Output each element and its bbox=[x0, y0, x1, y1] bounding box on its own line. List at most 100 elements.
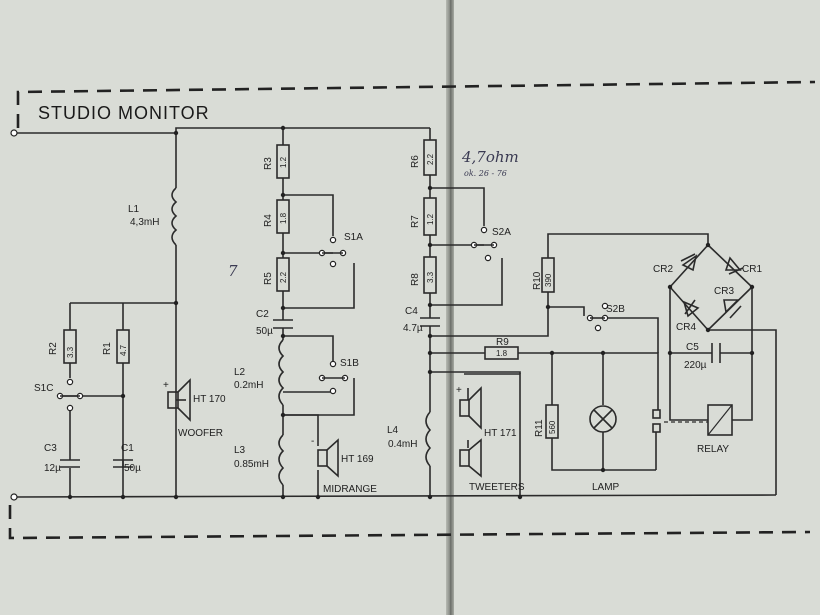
label-r6-value: 2.2 bbox=[426, 153, 435, 165]
diode-cr3 bbox=[723, 299, 742, 319]
resistor-r4 bbox=[276, 199, 290, 234]
switch-s1c bbox=[56, 378, 84, 412]
label-s1a: S1A bbox=[344, 232, 363, 243]
label-c4-ref: C4 bbox=[405, 306, 418, 317]
resistor-r3 bbox=[276, 144, 290, 179]
resistor-r6 bbox=[423, 139, 437, 176]
book-gutter bbox=[446, 0, 454, 615]
label-ht171: HT 171 bbox=[484, 428, 517, 439]
label-c4-value: 4.7µ bbox=[403, 323, 423, 334]
relay-contact bbox=[652, 409, 661, 433]
label-relay: RELAY bbox=[697, 444, 729, 455]
label-r6-ref: R6 bbox=[410, 155, 421, 168]
resistor-r8 bbox=[423, 256, 437, 294]
label-r8-ref: R8 bbox=[410, 273, 421, 286]
resistor-r7 bbox=[423, 197, 437, 236]
diode-cr4 bbox=[682, 299, 700, 318]
label-c5-ref: C5 bbox=[686, 342, 699, 353]
label-l4-value: 0.4mH bbox=[388, 439, 417, 450]
label-r5-value: 2.2 bbox=[279, 271, 288, 283]
lamp-symbol bbox=[589, 405, 617, 433]
input-terminals bbox=[10, 129, 18, 501]
diode-cr1 bbox=[724, 256, 744, 275]
label-l2-value: 0.2mH bbox=[234, 380, 263, 391]
label-c3-value: 12µ bbox=[44, 463, 61, 474]
switches bbox=[56, 226, 609, 412]
label-c5-value: 220µ bbox=[684, 360, 707, 371]
inductors bbox=[171, 187, 432, 486]
relay-coil bbox=[707, 404, 733, 436]
label-r1-value: 4.7 bbox=[119, 344, 128, 356]
capacitor-c2 bbox=[273, 319, 293, 329]
handwritten-note-2: ok. 26 - 76 bbox=[464, 169, 507, 178]
label-c2-value: 50µ bbox=[256, 326, 273, 337]
resistors bbox=[63, 139, 559, 439]
handwritten-note: 4,7ohm bbox=[461, 148, 519, 166]
switch-s1a bbox=[318, 236, 347, 268]
labels: L1 4,3mH R2 3.3 R1 4.7 S1C C3 12µ C1 50µ… bbox=[34, 153, 762, 495]
bridge-diodes bbox=[680, 253, 744, 319]
speaker-woofer bbox=[167, 378, 191, 422]
label-l3-value: 0.85mH bbox=[234, 459, 269, 470]
handwritten-mark: 7 bbox=[228, 262, 238, 280]
label-r9-value: 1.8 bbox=[496, 349, 508, 358]
label-s2b: S2B bbox=[606, 304, 625, 315]
label-woofer-plus: + bbox=[163, 380, 169, 391]
label-r11-ref: R11 bbox=[534, 419, 545, 437]
label-l1-ref: L1 bbox=[128, 204, 140, 215]
capacitors bbox=[60, 317, 721, 468]
label-s1c: S1C bbox=[34, 383, 53, 394]
label-l3-ref: L3 bbox=[234, 445, 246, 456]
label-r3-value: 1.2 bbox=[279, 156, 288, 168]
label-l2-ref: L2 bbox=[234, 367, 246, 378]
label-r10-value: 390 bbox=[544, 273, 553, 287]
label-r1-ref: R1 bbox=[102, 342, 113, 355]
label-r2-value: 3.3 bbox=[66, 346, 75, 358]
label-l4-ref: L4 bbox=[387, 425, 399, 436]
label-woofer: WOOFER bbox=[178, 428, 223, 439]
resistor-r5 bbox=[276, 257, 290, 292]
resistor-r11 bbox=[545, 404, 559, 439]
diagram-title: STUDIO MONITOR bbox=[38, 103, 210, 123]
label-lamp: LAMP bbox=[592, 482, 620, 493]
label-cr3: CR3 bbox=[714, 286, 734, 297]
label-cr2: CR2 bbox=[653, 264, 673, 275]
label-c2-ref: C2 bbox=[256, 309, 269, 320]
capacitor-c4 bbox=[420, 317, 440, 327]
label-ht170: HT 170 bbox=[193, 394, 226, 405]
inductor-l3 bbox=[278, 434, 285, 486]
label-midrange-minus: - bbox=[311, 436, 314, 447]
label-r11-value: 560 bbox=[548, 420, 557, 434]
label-r4-ref: R4 bbox=[263, 214, 274, 227]
speakers bbox=[167, 378, 482, 478]
label-r3-ref: R3 bbox=[263, 157, 274, 170]
capacitor-c1 bbox=[113, 459, 133, 468]
junctions bbox=[67, 125, 755, 500]
inductor-l1 bbox=[171, 187, 178, 246]
capacitor-c5 bbox=[711, 343, 721, 363]
label-l1-value: 4,3mH bbox=[130, 217, 159, 228]
inductor-l2 bbox=[278, 339, 285, 406]
resistor-r9 bbox=[484, 346, 519, 360]
inductor-l4 bbox=[425, 411, 432, 467]
label-tweeters: TWEETERS bbox=[469, 482, 525, 493]
label-r8-value: 3.3 bbox=[426, 271, 435, 283]
switch-s2b bbox=[586, 302, 609, 332]
label-r2-ref: R2 bbox=[48, 342, 59, 355]
label-cr4: CR4 bbox=[676, 322, 696, 333]
label-r10-ref: R10 bbox=[532, 271, 543, 290]
resistor-r10 bbox=[541, 257, 555, 293]
enclosure-border bbox=[8, 80, 816, 540]
label-midrange: MIDRANGE bbox=[323, 484, 377, 495]
label-r5-ref: R5 bbox=[263, 272, 274, 285]
label-r4-value: 1.8 bbox=[279, 212, 288, 224]
label-c1-ref: C1 bbox=[121, 443, 134, 454]
label-cr1: CR1 bbox=[742, 264, 762, 275]
handwritten-notes: 4,7ohm ok. 26 - 76 7 bbox=[228, 148, 519, 280]
label-tweeter-plus: + bbox=[456, 385, 462, 396]
capacitor-c3 bbox=[60, 459, 80, 468]
speaker-midrange bbox=[317, 438, 339, 478]
label-s1b: S1B bbox=[340, 358, 359, 369]
